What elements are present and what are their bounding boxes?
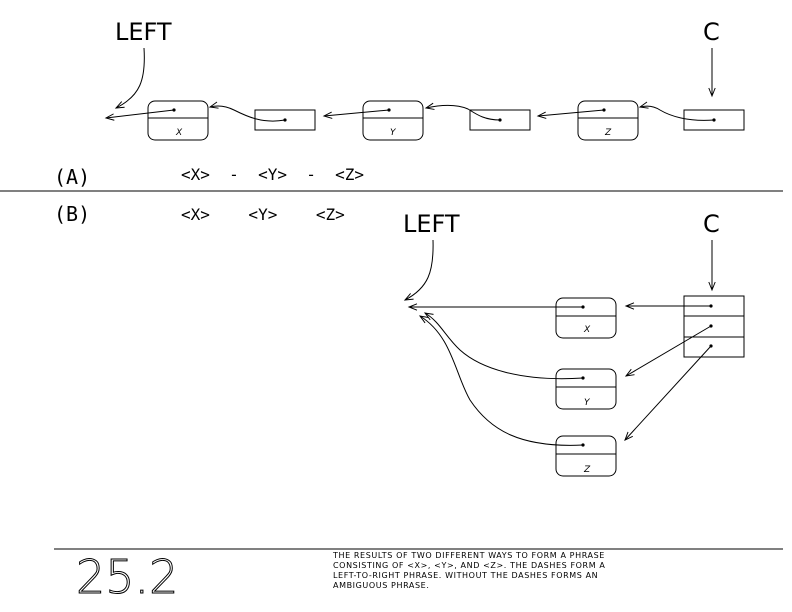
cell-y-b-label: Y [584,398,591,408]
section-a-phrase: <X> - <Y> - <Z> [181,165,364,184]
caption-line-2: consisting of <X>, <Y>, and <Z>. The das… [333,561,606,570]
caption-line-1: The results of two different ways to for… [333,551,605,560]
cell-z-b [555,435,617,477]
caption-line-4: ambiguous phrase. [333,581,430,590]
cell-z-b-label: Z [583,465,591,475]
c-label-a: C [703,18,720,46]
cell-x-b-label: X [583,325,591,335]
left-label-a: LEFT [115,18,172,46]
left-pointer-arrow-a [114,47,145,109]
figure-caption: The results of two different ways to for… [333,551,663,591]
section-a-label: (A) [54,165,90,189]
section-b-label: (B) [54,202,90,226]
c-table-b [683,295,745,358]
cells-b: X Y Z [555,297,617,477]
cell-y-a-label: Y [390,128,397,138]
cell-x-a-label: X [175,128,183,138]
c-label-b: C [703,210,720,238]
section-b-phrase: <X> <Y> <Z> [181,205,345,224]
chain-arrows-a [104,101,715,122]
caption-line-3: left-to-right phrase. Without the dashes… [333,571,599,580]
arrows-b [407,302,712,446]
left-label-b: LEFT [403,210,460,238]
cell-z-a-label: Z [604,128,612,138]
figure-number: 25.2 [76,550,178,604]
left-pointer-arrow-b [403,239,434,301]
cell-x-b [555,297,617,339]
cell-x-a [147,100,209,141]
